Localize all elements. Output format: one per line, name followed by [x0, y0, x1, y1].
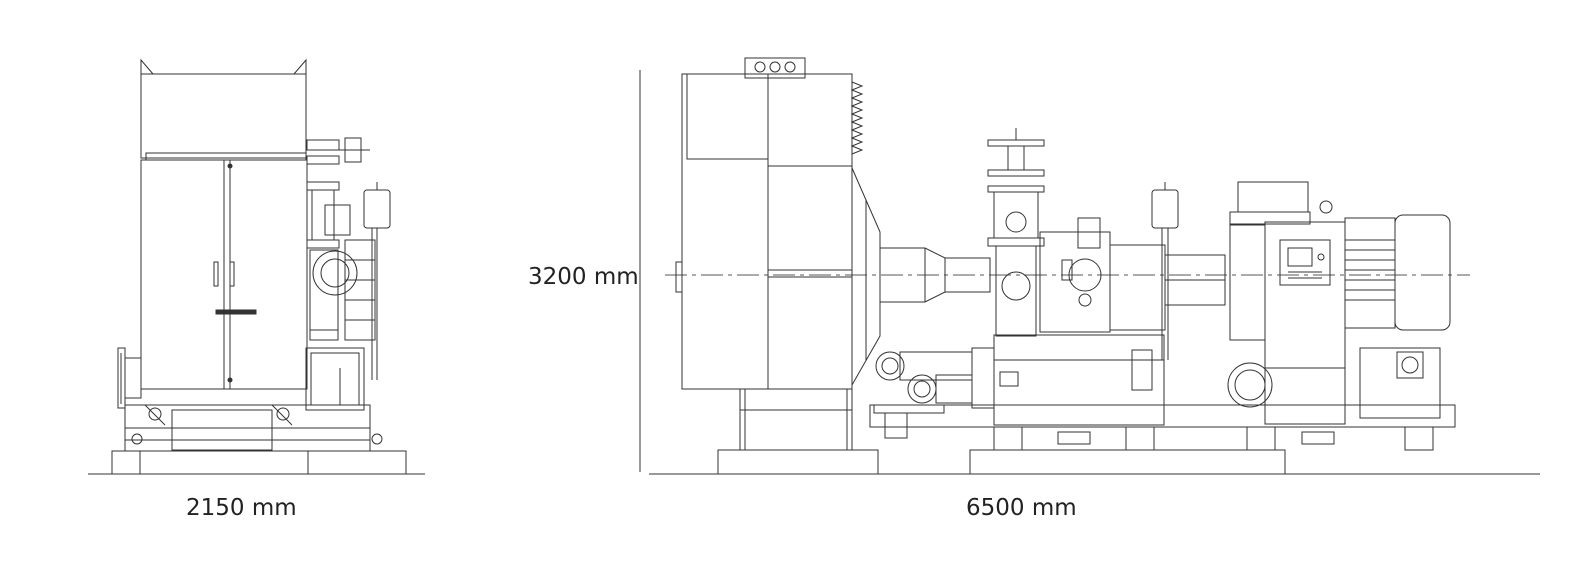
base-skid	[869, 404, 1456, 451]
discharge-pipe	[987, 128, 1045, 337]
side-view	[649, 57, 1540, 475]
oil-tank	[1151, 182, 1179, 360]
gearbox-housing	[993, 334, 1165, 426]
door-handle-left	[213, 261, 219, 287]
inlet-duct	[879, 247, 991, 303]
cooler-unit	[675, 57, 881, 451]
end-view	[88, 58, 425, 475]
piping-assembly	[305, 137, 391, 411]
door-handle-right	[229, 261, 235, 287]
enclosure-cabinet	[140, 159, 308, 390]
exhaust-flange	[117, 347, 142, 409]
electric-motor	[1227, 181, 1451, 419]
height-dimension-label: 3200 mm	[528, 264, 639, 290]
nameplate	[215, 309, 257, 315]
roof-hood	[140, 58, 307, 161]
width-dimension-label: 2150 mm	[186, 495, 297, 521]
compressor	[1039, 217, 1226, 333]
intercooler-pipe	[873, 347, 995, 439]
length-dimension-label: 6500 mm	[966, 495, 1077, 521]
control-cabinet	[1264, 221, 1346, 425]
foundation-block	[111, 450, 407, 475]
base-frame	[124, 404, 383, 452]
cooler-foundation	[717, 449, 879, 475]
skid-foundation	[969, 449, 1286, 475]
